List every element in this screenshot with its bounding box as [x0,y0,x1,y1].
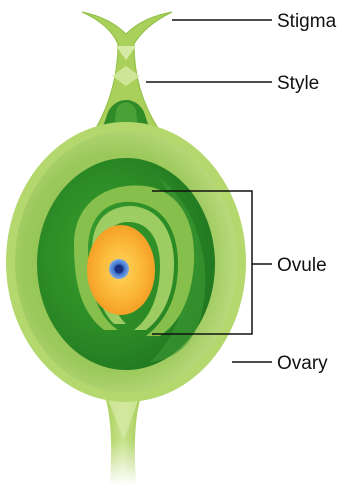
ovary-label: Ovary [277,353,328,374]
ovule-label: Ovule [277,255,327,276]
style-and-stigma [82,12,172,130]
style-label: Style [277,73,319,94]
labels: Stigma Style Ovule Ovary [277,11,337,374]
stalk [100,392,150,485]
stigma-label: Stigma [277,11,337,32]
